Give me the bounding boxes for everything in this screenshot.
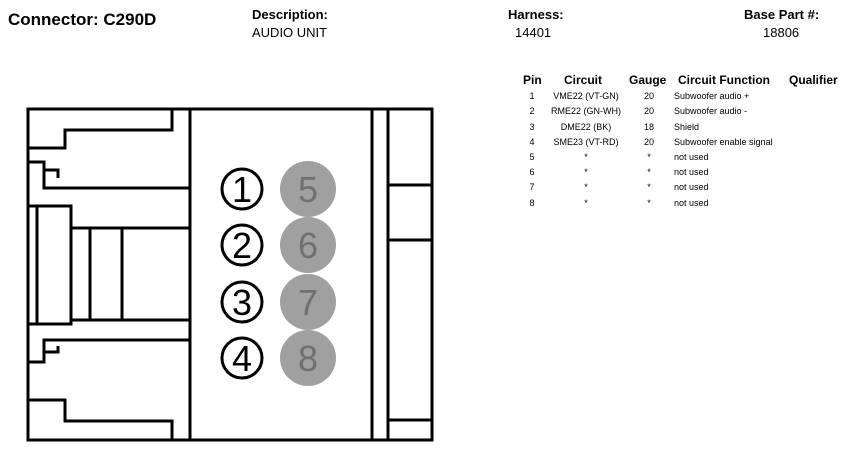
description-label: Description:: [252, 7, 328, 22]
function-cell: Subwoofer audio -: [674, 106, 748, 116]
gauge-cell: 20: [643, 137, 654, 147]
column-header-gauge: Gauge: [629, 73, 667, 87]
pin-labels: 1 2 3 4 5 6 7 8: [232, 169, 318, 379]
pin-label: 4: [232, 338, 252, 379]
pin-cell: 7: [529, 182, 535, 192]
pin-label: 2: [232, 225, 252, 266]
pin-label: 7: [298, 282, 318, 323]
pin-label: 6: [298, 225, 318, 266]
pin-1-cavity: [220, 167, 264, 211]
harness-value: 14401: [515, 25, 552, 40]
connector-housing-outline: [26, 107, 434, 442]
base-part-label: Base Part #:: [744, 7, 820, 22]
column-header-circuit: Circuit: [564, 73, 603, 87]
function-cell: Subwoofer enable signal: [674, 137, 773, 147]
pin-label: 3: [232, 282, 252, 323]
circuit-cell: SME23 (VT-RD): [553, 137, 619, 147]
gauge-cell: *: [647, 182, 651, 192]
pin-cell: 8: [529, 198, 535, 208]
column-header-function: Circuit Function: [678, 73, 770, 87]
column-header-pin: Pin: [523, 73, 542, 87]
function-cell: not used: [674, 167, 709, 177]
pin-cell: 4: [529, 137, 535, 147]
pin-4-cavity: [220, 336, 264, 380]
pin-cell: 2: [529, 106, 535, 116]
function-cell: not used: [674, 152, 709, 162]
pin-cell: 1: [529, 91, 535, 101]
pin-label: 5: [298, 169, 318, 210]
pin-7-cavity: [280, 274, 336, 330]
pin-2-cavity: [220, 223, 264, 267]
pin-cell: 6: [529, 167, 535, 177]
circuit-cell: *: [584, 198, 588, 208]
description-value: AUDIO UNIT: [252, 25, 328, 40]
connector-title: Connector: C290D: [8, 10, 157, 29]
pin-cell: 5: [529, 152, 535, 162]
function-cell: Shield: [674, 122, 700, 132]
pin-3-cavity: [220, 280, 264, 324]
gauge-cell: 18: [643, 122, 654, 132]
circuit-cell: *: [584, 182, 588, 192]
pin-cell: 3: [529, 122, 535, 132]
function-cell: not used: [674, 182, 709, 192]
gauge-cell: 20: [643, 91, 654, 101]
gauge-cell: *: [647, 198, 651, 208]
function-cell: Subwoofer audio +: [674, 91, 750, 101]
function-cell: not used: [674, 198, 709, 208]
pin-cavities: [220, 161, 336, 386]
circuit-cell: *: [584, 167, 588, 177]
pin-8-cavity: [280, 330, 336, 386]
column-header-qualifier: Qualifier: [789, 73, 838, 87]
circuit-cell: *: [584, 152, 588, 162]
pin-label: 1: [232, 169, 252, 210]
pin-label: 8: [298, 338, 318, 379]
gauge-cell: *: [647, 152, 651, 162]
circuit-cell: RME22 (GN-WH): [551, 106, 621, 116]
harness-label: Harness:: [508, 7, 564, 22]
gauge-cell: 20: [643, 106, 654, 116]
base-part-value: 18806: [763, 25, 800, 40]
pin-6-cavity: [280, 217, 336, 273]
circuit-cell: DME22 (BK): [560, 122, 612, 132]
pin-5-cavity: [280, 161, 336, 217]
circuit-cell: VME22 (VT-GN): [553, 91, 619, 101]
gauge-cell: *: [647, 167, 651, 177]
